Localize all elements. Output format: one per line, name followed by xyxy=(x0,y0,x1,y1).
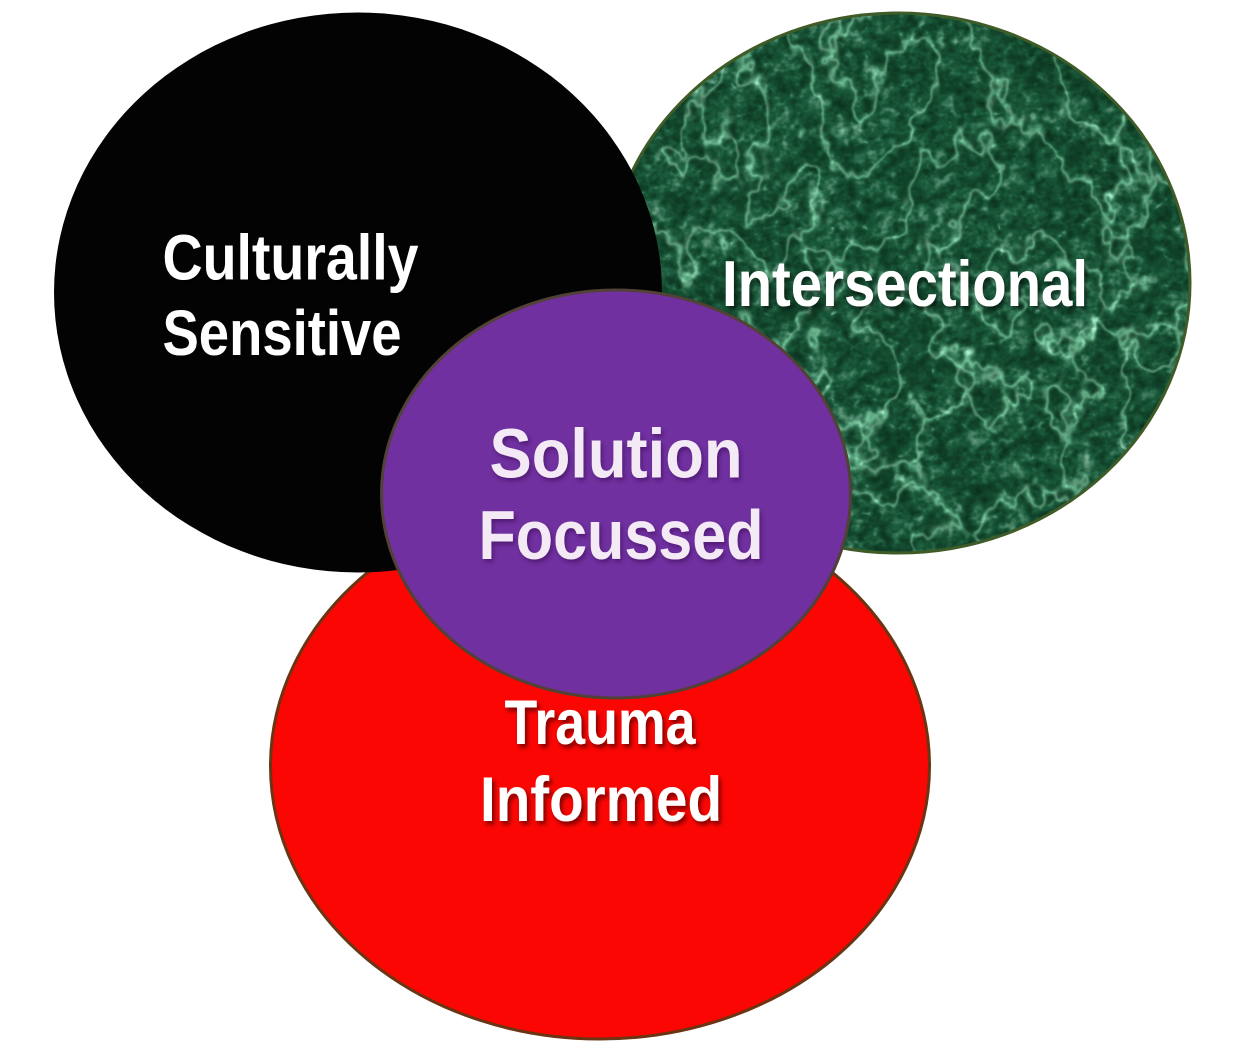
svg-text:Intersectional: Intersectional xyxy=(722,247,1088,320)
svg-text:Focussed: Focussed xyxy=(479,496,764,574)
svg-text:Informed: Informed xyxy=(480,765,722,835)
svg-text:Sensitive: Sensitive xyxy=(163,298,402,369)
svg-text:Solution: Solution xyxy=(490,414,743,492)
svg-text:Culturally: Culturally xyxy=(163,223,420,294)
svg-text:Trauma: Trauma xyxy=(505,688,697,758)
